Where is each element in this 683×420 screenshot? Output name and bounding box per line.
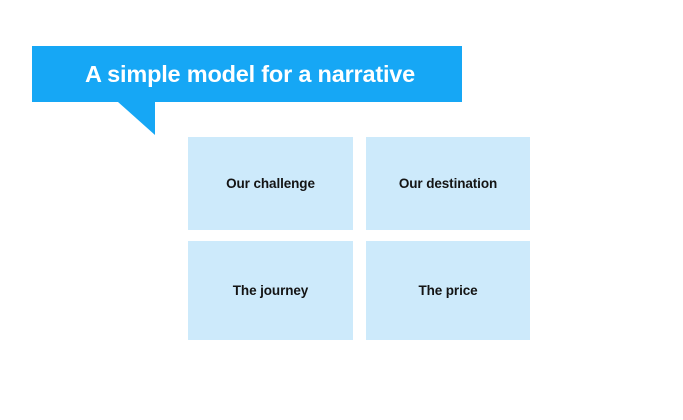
callout-tail-icon [118,102,155,135]
narrative-box-our-challenge[interactable]: Our challenge [188,137,353,230]
narrative-model-grid: Our challenge Our destination The journe… [188,137,530,340]
narrative-box-label: Our challenge [226,176,315,191]
page-title: A simple model for a narrative [84,60,416,87]
narrative-box-the-price[interactable]: The price [366,241,530,340]
title-callout-banner: A simple model for a narrative [32,46,462,102]
narrative-box-label: The price [418,283,478,298]
narrative-box-label: Our destination [398,176,498,191]
narrative-box-the-journey[interactable]: The journey [188,241,353,340]
narrative-box-our-destination[interactable]: Our destination [366,137,530,230]
narrative-box-label: The journey [232,283,309,298]
